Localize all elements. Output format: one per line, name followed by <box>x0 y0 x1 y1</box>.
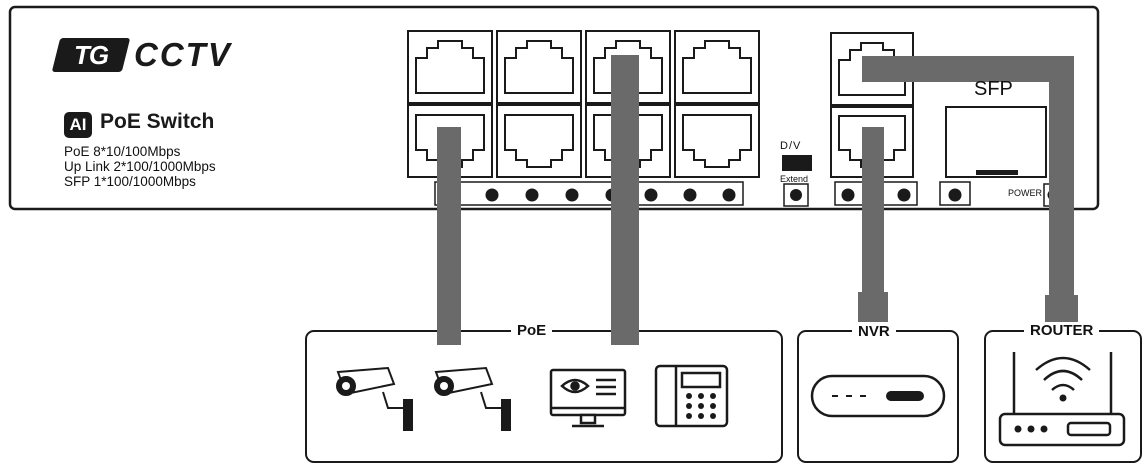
camera-icon <box>336 366 413 431</box>
cable-nvr <box>858 127 888 322</box>
poe-box-label: PoE <box>511 322 553 339</box>
ai-badge: AI <box>64 112 92 138</box>
cable-poe-monitor <box>611 55 639 345</box>
rj45-port <box>674 104 760 178</box>
rj45-port <box>674 30 760 104</box>
spec-poe: PoE 8*10/100Mbps <box>64 144 181 159</box>
led-indicator <box>485 188 499 202</box>
spec-sfp: SFP 1*100/1000Mbps <box>64 174 196 189</box>
dv-switch[interactable] <box>782 155 812 171</box>
rj45-port <box>496 104 582 178</box>
monitor-icon <box>549 368 627 428</box>
nvr-box-label: NVR <box>852 323 896 340</box>
dv-label: D/V <box>780 140 802 152</box>
led-indicator <box>525 188 539 202</box>
brand-logo-text: CCTV <box>134 36 232 73</box>
router-icon <box>998 352 1126 447</box>
rj45-port <box>407 30 493 104</box>
extend-label: Extend <box>780 174 809 184</box>
extend-led <box>783 183 809 207</box>
ip-phone-icon <box>654 364 729 428</box>
led-indicator <box>722 188 736 202</box>
led-indicator <box>897 188 911 202</box>
spec-uplink: Up Link 2*100/1000Mbps <box>64 159 216 174</box>
led-indicator <box>644 188 658 202</box>
sfp-port <box>945 106 1047 178</box>
brand-logo-mark: TG <box>51 38 131 72</box>
led-indicator <box>841 188 855 202</box>
rj45-port <box>496 30 582 104</box>
sfp-label: SFP <box>974 78 1013 100</box>
power-label: POWER <box>1008 188 1043 198</box>
cable-group <box>437 55 1078 345</box>
router-box-label: ROUTER <box>1024 322 1100 339</box>
led-indicator <box>565 188 579 202</box>
brand-logo-mark-text: TG <box>73 40 109 70</box>
sfp-led <box>939 181 971 206</box>
led-indicator <box>683 188 697 202</box>
product-name: PoE Switch <box>100 110 215 133</box>
cable-poe-camera <box>437 127 461 345</box>
poe-led-strip <box>434 181 744 206</box>
nvr-icon <box>810 374 946 418</box>
cable-router <box>862 56 1078 323</box>
camera-icon <box>434 366 511 431</box>
